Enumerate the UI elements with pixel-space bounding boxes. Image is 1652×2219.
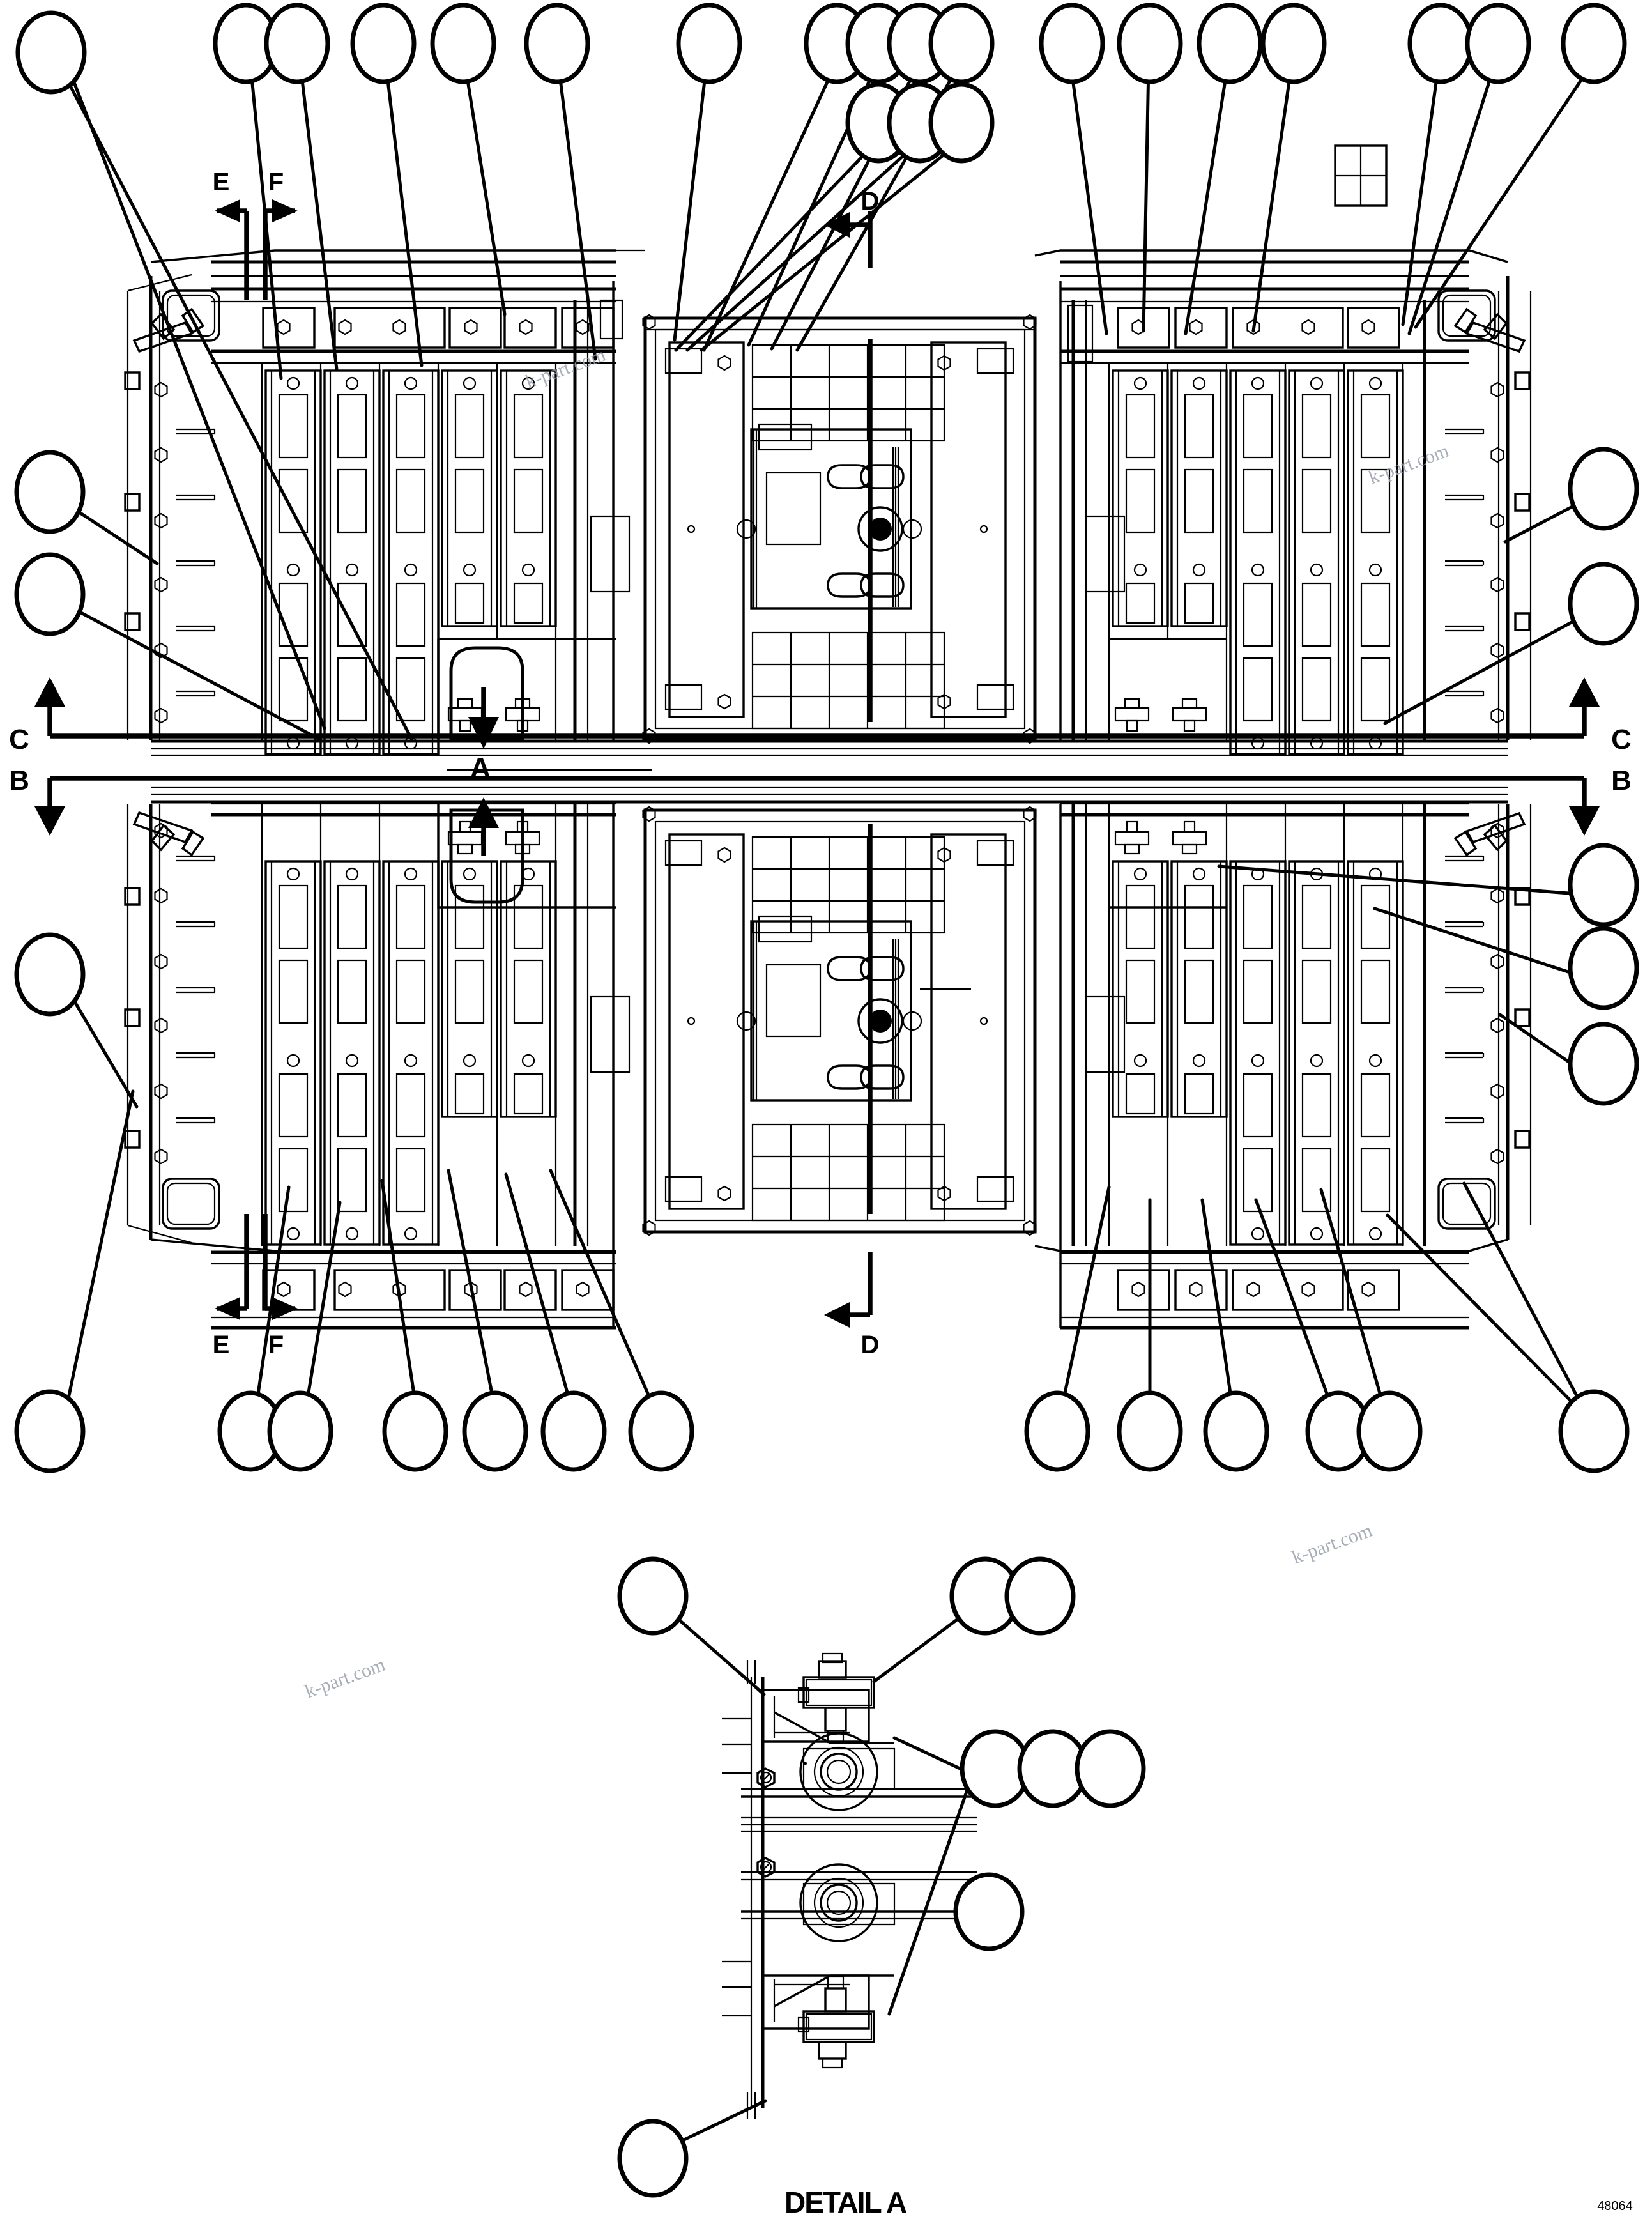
callout-balloon (1203, 1390, 1269, 1472)
detail-a-view (722, 1652, 977, 2119)
callout-balloon (617, 1556, 689, 1636)
track-pad-strip (1112, 860, 1404, 1246)
section-label-f-bottom: F (268, 1331, 284, 1359)
callout-balloon (1356, 1390, 1423, 1472)
left-track-body-top (211, 260, 631, 755)
callout-leader-group-bottom (62, 1089, 1591, 1422)
section-label-d-bottom: D (861, 1331, 880, 1359)
callout-balloon (1075, 1729, 1146, 1808)
section-label-a: A (470, 751, 491, 785)
section-label-e: E (213, 168, 230, 196)
callout-balloon (676, 3, 742, 84)
callout-balloons-bottom[interactable] (14, 1389, 1630, 1473)
detail-a-rail-band (741, 1767, 977, 1920)
callout-balloon (1004, 1556, 1076, 1636)
callout-balloon (382, 1390, 448, 1472)
callout-balloon (1568, 447, 1639, 531)
callout-balloon (14, 552, 86, 636)
track-pad-strip (264, 860, 557, 1246)
callout-balloon (1024, 1390, 1090, 1472)
callout-balloon (264, 3, 330, 84)
callout-balloon (1197, 3, 1263, 84)
callout-balloon (1568, 843, 1639, 927)
callout-balloon (953, 1872, 1025, 1951)
callout-balloon (617, 2119, 689, 2198)
callout-balloons-detail-a[interactable] (617, 1556, 1146, 2198)
callout-balloon (15, 10, 87, 95)
section-marker-c-right: C (1569, 677, 1632, 755)
callout-balloon (1558, 1389, 1630, 1473)
detail-a-title: DETAIL A (784, 2186, 906, 2219)
callout-balloons-left[interactable] (14, 450, 86, 1017)
track-pad-strip (264, 369, 557, 755)
center-frame-module-bottom (642, 806, 1037, 1236)
callout-balloon (540, 1390, 607, 1472)
right-outer-frame-bottom (1437, 804, 1532, 1240)
section-markers: E F E F D D (9, 168, 1632, 1359)
section-marker-b-left: B (9, 765, 1584, 836)
detail-a-lower-bracket (761, 1863, 896, 2069)
callout-balloon (628, 1390, 694, 1472)
detail-a-upper-bracket (761, 1652, 896, 1811)
callout-balloon (1260, 3, 1327, 84)
callout-balloon (1568, 1022, 1639, 1106)
left-outer-frame-bottom (124, 804, 220, 1244)
callout-leader-group-right (1217, 498, 1587, 1075)
callout-balloon (462, 1390, 528, 1472)
section-marker-a: A (468, 687, 499, 856)
callout-leader-group-top (57, 61, 1594, 742)
callout-balloon (928, 82, 995, 164)
callout-balloon (1117, 3, 1183, 84)
callout-balloon (267, 1390, 333, 1472)
callout-balloon (928, 3, 995, 84)
drawing-number: 48064 (1597, 2199, 1633, 2213)
center-frame-module-top (642, 314, 1037, 744)
section-label-b-right: B (1611, 765, 1632, 796)
callout-balloon (1117, 1390, 1183, 1472)
callout-leader-group-left (65, 503, 323, 1109)
left-outer-frame-top (124, 273, 220, 740)
right-outer-frame-top (1334, 144, 1532, 740)
section-marker-c-left: C (9, 677, 1584, 755)
callout-balloons-top[interactable] (15, 3, 1627, 164)
callout-balloon (14, 932, 86, 1017)
callout-layer[interactable] (14, 3, 1639, 2198)
section-label-c-left: C (9, 724, 29, 755)
section-marker-ef-top: E F (213, 168, 298, 300)
callout-balloon (1465, 3, 1531, 84)
section-label-c-right: C (1611, 724, 1632, 755)
right-track-body-top (1059, 260, 1469, 755)
machine-bottom-half (124, 802, 1532, 1330)
callout-balloon (14, 450, 86, 534)
callout-balloon (1561, 3, 1627, 84)
callout-balloon (524, 3, 590, 84)
callout-balloon (350, 3, 417, 84)
callout-balloon (1039, 3, 1105, 84)
section-marker-b-right: B (1569, 765, 1632, 836)
callout-balloon (1407, 3, 1474, 84)
section-label-b-left: B (9, 765, 29, 796)
center-split-band (151, 739, 1508, 804)
section-label-e-bottom: E (213, 1331, 230, 1359)
left-track-body-bottom (211, 802, 631, 1330)
callout-balloon (1568, 926, 1639, 1010)
section-label-f: F (268, 168, 284, 196)
track-pad-strip (1112, 369, 1404, 755)
callout-balloons-right[interactable] (1568, 447, 1639, 1106)
callout-balloon (430, 3, 496, 84)
section-marker-d-bottom: D (824, 1252, 879, 1359)
section-marker-ef-bottom: E F (213, 1214, 298, 1359)
callout-balloon (1568, 562, 1639, 646)
callout-balloon (14, 1389, 86, 1473)
